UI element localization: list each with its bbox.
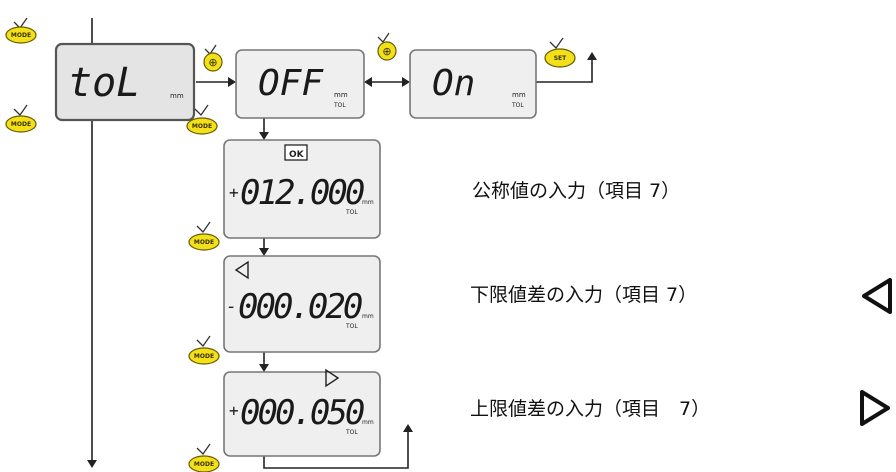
- display-upper-sign: +: [229, 401, 239, 420]
- display-off-unit: mm: [334, 91, 348, 99]
- display-off: OFF mm TOL: [235, 49, 365, 119]
- svg-text:MODE: MODE: [11, 32, 31, 39]
- svg-text:MODE: MODE: [194, 239, 214, 246]
- display-nominal: OK + 012.000 mm TOL: [223, 139, 381, 239]
- display-nominal-value: 012.000: [240, 173, 364, 213]
- display-upper-unit: mm: [362, 419, 374, 426]
- display-nominal-sign: +: [229, 183, 239, 202]
- arrow-button-1[interactable]: ⊕: [203, 44, 223, 72]
- right-triangle-icon: [860, 390, 890, 426]
- display-on: On mm TOL: [409, 49, 537, 119]
- display-lower-value: 000.020: [238, 287, 362, 327]
- mode-button-5[interactable]: MODE: [188, 335, 220, 365]
- mode-button-2[interactable]: MODE: [5, 104, 37, 133]
- display-lower-unit: mm: [362, 313, 374, 320]
- display-on-unit: mm: [512, 91, 526, 99]
- ok-indicator-box: [284, 144, 308, 161]
- svg-text:MODE: MODE: [194, 353, 214, 360]
- svg-text:⊕: ⊕: [208, 56, 217, 69]
- display-on-sub: TOL: [511, 102, 524, 109]
- display-nominal-sub: TOL: [345, 209, 358, 216]
- display-nominal-unit: mm: [362, 199, 374, 206]
- label-upper-input: 上限値差の入力（項目 7）: [470, 398, 710, 420]
- svg-text:MODE: MODE: [194, 461, 214, 468]
- mode-button-4[interactable]: MODE: [188, 221, 220, 251]
- display-upper-value: 000.050: [240, 393, 364, 433]
- mode-button-6[interactable]: MODE: [188, 443, 220, 472]
- display-tol-unit: mm: [170, 92, 184, 100]
- svg-text:⊕: ⊕: [382, 45, 391, 58]
- display-nominal-indicator: OK: [289, 150, 305, 160]
- display-lower: - 000.020 mm TOL: [223, 255, 381, 353]
- display-lower-sign: -: [226, 296, 237, 317]
- label-lower-input: 下限値差の入力（項目 7）: [470, 284, 697, 306]
- set-button[interactable]: SET: [544, 37, 576, 68]
- display-upper-sub: TOL: [345, 429, 358, 436]
- svg-text:MODE: MODE: [192, 123, 212, 130]
- left-triangle-icon: [234, 260, 249, 280]
- display-on-value: On: [432, 63, 475, 104]
- arrow-button-2[interactable]: ⊕: [377, 32, 397, 61]
- mode-button-3[interactable]: MODE: [186, 104, 218, 135]
- svg-text:SET: SET: [554, 55, 567, 62]
- display-off-sub: TOL: [333, 102, 346, 109]
- flow-lines: [87, 18, 597, 469]
- left-triangle-icon: [862, 278, 892, 314]
- right-triangle-icon: [325, 368, 340, 388]
- display-off-value: OFF: [258, 63, 324, 104]
- label-nominal-input: 公称値の入力（項目 7）: [472, 180, 680, 202]
- display-lower-sub: TOL: [345, 323, 358, 330]
- mode-button-1[interactable]: MODE: [5, 17, 37, 44]
- svg-text:MODE: MODE: [11, 121, 31, 128]
- display-upper: + 000.050 mm TOL: [223, 368, 381, 457]
- display-tol: toL mm: [54, 42, 196, 122]
- display-tol-value: toL: [68, 60, 140, 106]
